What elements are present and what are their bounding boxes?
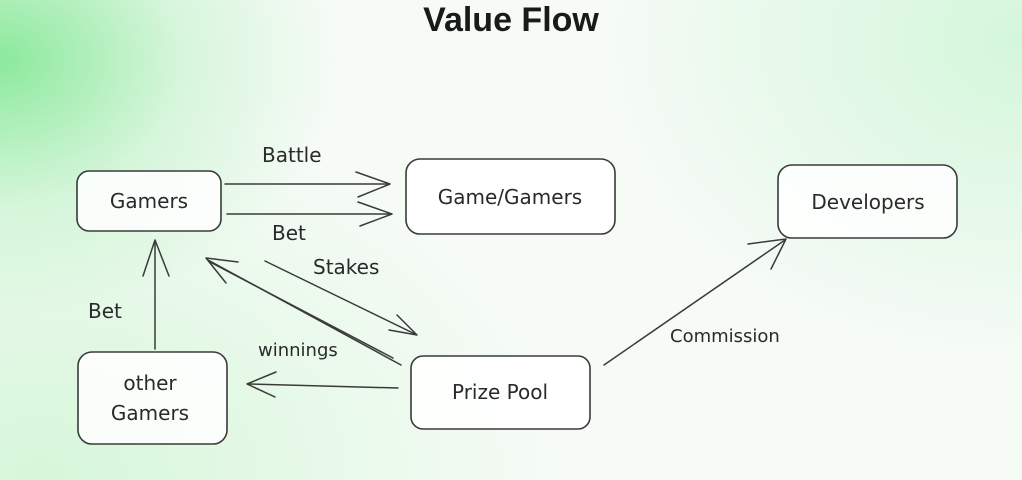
node-game-gamers-label: Game/Gamers xyxy=(438,185,582,209)
node-gamers-label: Gamers xyxy=(110,189,188,213)
node-other-gamers-label-line2: Gamers xyxy=(111,401,189,425)
edge-bet-top: Bet xyxy=(226,201,393,245)
edge-winnings-label: winnings xyxy=(258,340,338,361)
node-other-gamers-label-line1: other xyxy=(123,371,177,395)
edge-battle: Battle xyxy=(224,143,391,198)
node-prize-pool-label: Prize Pool xyxy=(452,380,548,404)
node-developers[interactable]: Developers xyxy=(777,164,958,239)
edge-commission: Commission xyxy=(603,238,787,366)
edge-stakes-label: Stakes xyxy=(313,255,379,279)
edge-winnings-to-gamers xyxy=(205,257,402,366)
page-title: Value Flow xyxy=(423,1,599,39)
edge-stakes: Stakes xyxy=(264,255,418,336)
node-developers-label: Developers xyxy=(811,190,924,214)
node-other-gamers[interactable]: other Gamers xyxy=(77,351,228,445)
edge-bet-left: Bet xyxy=(88,239,170,350)
edge-bet-left-label: Bet xyxy=(88,299,122,323)
edge-winnings: winnings xyxy=(246,340,399,398)
edge-battle-label: Battle xyxy=(262,143,322,167)
node-gamers[interactable]: Gamers xyxy=(76,170,222,232)
edge-bet-top-label: Bet xyxy=(272,221,306,245)
edge-commission-label: Commission xyxy=(670,326,780,347)
node-game-gamers[interactable]: Game/Gamers xyxy=(405,158,616,235)
node-prize-pool[interactable]: Prize Pool xyxy=(410,355,591,430)
